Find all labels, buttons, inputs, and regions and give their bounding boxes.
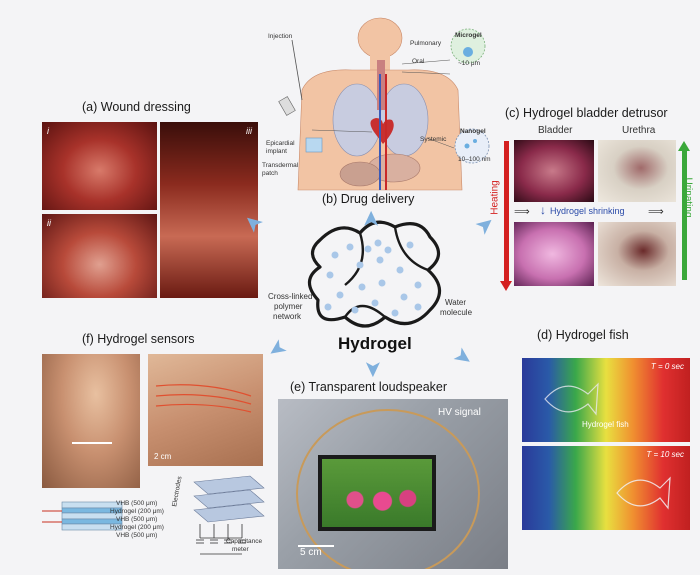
- subpanel-label-ii: ii: [47, 218, 51, 228]
- body-illustration: [278, 17, 490, 191]
- hydrogel-sensors-title: (f) Hydrogel sensors: [82, 332, 195, 346]
- arrow-to-fish: ➤: [448, 341, 479, 373]
- t0-label: T = 0 sec: [650, 362, 684, 371]
- epicardial-label-2: implant: [266, 148, 287, 155]
- crosslinked-label-2: polymer: [274, 302, 303, 311]
- loudspeaker-scalebar: [298, 545, 334, 547]
- wound-photo-i: i: [42, 122, 157, 210]
- wound-photo-ii: ii: [42, 214, 157, 298]
- urethra-photo-before: [598, 140, 676, 202]
- urethra-photo-after: [598, 222, 676, 286]
- loudspeaker-ring: [296, 409, 480, 569]
- hydrogel-title: Hydrogel: [338, 334, 412, 353]
- fish-photo-t10: T = 10 sec: [522, 446, 690, 530]
- urinating-arrowhead: [678, 141, 690, 151]
- heating-arrow: [504, 141, 509, 281]
- arrow-to-sensors: ➤: [262, 333, 293, 365]
- microgel-label: Microgel: [455, 32, 482, 39]
- shrinking-down-arrow: ↓: [540, 203, 546, 217]
- subpanel-label-i: i: [47, 126, 49, 136]
- injection-label: Injection: [268, 33, 293, 40]
- bladder-detrusor-title: (c) Hydrogel bladder detrusor: [505, 106, 668, 120]
- epicardial-label-1: Epicardial: [266, 140, 295, 147]
- nanogel-size: 10–100 nm: [458, 156, 491, 163]
- layer-label-4: Hydrogel (200 μm): [110, 524, 164, 531]
- loudspeaker-scale: 5 cm: [300, 547, 322, 558]
- finger-scalebar: [72, 442, 112, 444]
- heating-arrowhead: [500, 281, 512, 291]
- microgel-size: ~10 μm: [458, 60, 480, 67]
- water-label-1: Water: [445, 298, 467, 307]
- arrow-to-loudspeaker: ➤: [361, 359, 387, 379]
- bladder-photo-before: [514, 140, 594, 202]
- wound-dressing-title: (a) Wound dressing: [82, 100, 191, 114]
- arrow-to-drug: ➤: [358, 209, 384, 229]
- capacitance-label-2: meter: [232, 546, 249, 553]
- crosslinked-label-1: Cross-linked: [268, 292, 313, 301]
- fish-photo-t0: T = 0 sec Hydrogel fish: [522, 358, 690, 442]
- layer-stack-diagram: [42, 501, 123, 531]
- loudspeaker-photo: HV signal 5 cm: [278, 399, 508, 569]
- urinating-label: Urinating: [682, 177, 694, 218]
- flower-image: [322, 459, 432, 527]
- hydrogel-fish-title: (d) Hydrogel fish: [537, 328, 629, 342]
- subpanel-label-iii: iii: [246, 126, 252, 136]
- wound-photo-iii: iii: [160, 122, 258, 298]
- layer-label-3: VHB (500 μm): [116, 516, 158, 523]
- layer-label-2: Hydrogel (200 μm): [110, 508, 164, 515]
- layer-label-5: VHB (500 μm): [116, 532, 158, 539]
- hydrogel-network: [307, 220, 442, 328]
- urethra-header: Urethra: [622, 125, 656, 136]
- drug-delivery-title: (b) Drug delivery: [322, 192, 415, 206]
- fish-label: Hydrogel fish: [582, 420, 629, 429]
- nanogel-label: Nanogel: [460, 128, 486, 135]
- layer-label-1: VHB (500 μm): [116, 500, 158, 507]
- capacitance-label-1: Capacitance: [226, 538, 263, 545]
- electrode-grid-diagram: [193, 475, 265, 555]
- heating-label: Heating: [489, 180, 501, 215]
- bladder-header: Bladder: [538, 125, 573, 136]
- hand-sensor-photo: 2 cm: [148, 354, 263, 466]
- crosslinked-label-3: network: [273, 312, 302, 321]
- transdermal-label-2: patch: [262, 170, 278, 177]
- hydrogel-shrinking-label: Hydrogel shrinking: [550, 206, 625, 216]
- finger-sensor-photo: [42, 354, 140, 488]
- systemic-label: Systemic: [420, 136, 447, 143]
- hand-scale: 2 cm: [154, 452, 172, 461]
- hv-signal-label: HV signal: [438, 407, 481, 418]
- video-frame: [318, 455, 436, 531]
- water-label-2: molecule: [440, 308, 473, 317]
- t10-label: T = 10 sec: [646, 450, 684, 459]
- urinating-arrow: [682, 150, 687, 280]
- right-arrow-right: ⟹: [648, 206, 664, 218]
- bladder-photo-after: [514, 222, 594, 286]
- pulmonary-label: Pulmonary: [410, 40, 442, 47]
- right-arrow-left: ⟹: [514, 206, 530, 218]
- oral-label: Oral: [412, 58, 425, 65]
- transdermal-label-1: Transdermal: [262, 162, 299, 169]
- loudspeaker-title: (e) Transparent loudspeaker: [290, 380, 448, 394]
